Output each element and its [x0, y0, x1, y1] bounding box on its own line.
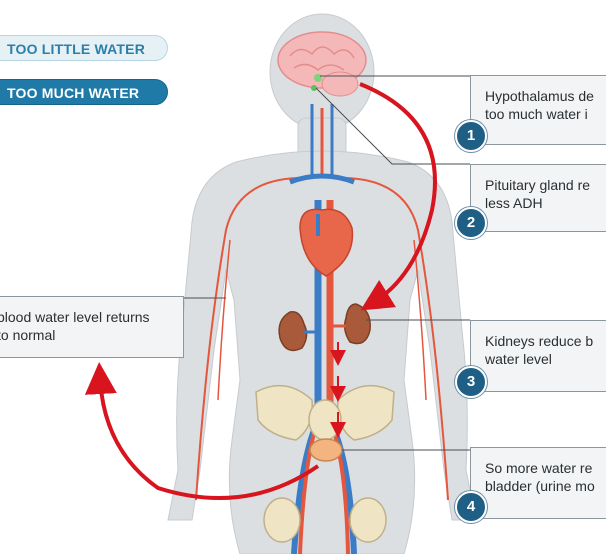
- pituitary-gland: [311, 85, 317, 91]
- heart: [299, 208, 354, 277]
- callout-step-3: Kidneys reduce b water level: [470, 320, 606, 392]
- callout-result: blood water level returns to normal: [0, 296, 184, 358]
- kidneys: [278, 303, 371, 352]
- callout-step-2: Pituitary gland re less ADH: [470, 164, 606, 232]
- neck-vessels: [310, 104, 334, 178]
- callout-step-3-line-2: water level: [485, 351, 552, 367]
- bladder: [309, 438, 343, 462]
- pelvis: [255, 384, 395, 543]
- brain: [277, 31, 367, 97]
- callout-step-3-line-1: Kidneys reduce b: [485, 333, 594, 349]
- hypothalamus: [314, 74, 322, 82]
- body-silhouette: [167, 13, 477, 554]
- legend-too-much-water[interactable]: TOO MUCH WATER: [0, 79, 168, 105]
- return-arrow: [84, 362, 320, 501]
- callout-step-1-line-2: too much water i: [485, 106, 588, 122]
- left-kidney: [278, 311, 308, 352]
- callout-step-4: So more water re bladder (urine mo: [470, 447, 606, 519]
- callout-step-4-line-2: bladder (urine mo: [485, 478, 595, 494]
- signal-arrow-to-kidneys: [359, 82, 437, 311]
- callout-result-line-1: blood water level returns: [0, 309, 150, 325]
- callout-result-line-2: to normal: [0, 327, 56, 343]
- step-badge-2[interactable]: 2: [455, 207, 487, 239]
- legend-too-little-water[interactable]: TOO LITTLE WATER: [0, 35, 168, 61]
- callout-step-2-line-2: less ADH: [485, 195, 543, 211]
- leader-lines: [184, 75, 470, 451]
- step-badge-4[interactable]: 4: [455, 491, 487, 523]
- callout-step-4-line-1: So more water re: [485, 460, 593, 476]
- step-badge-1[interactable]: 1: [455, 120, 487, 152]
- step-badge-3[interactable]: 3: [455, 366, 487, 398]
- callout-step-1: Hypothalamus de too much water i: [470, 75, 606, 145]
- callout-step-1-line-1: Hypothalamus de: [485, 88, 594, 104]
- callout-step-2-line-1: Pituitary gland re: [485, 177, 591, 193]
